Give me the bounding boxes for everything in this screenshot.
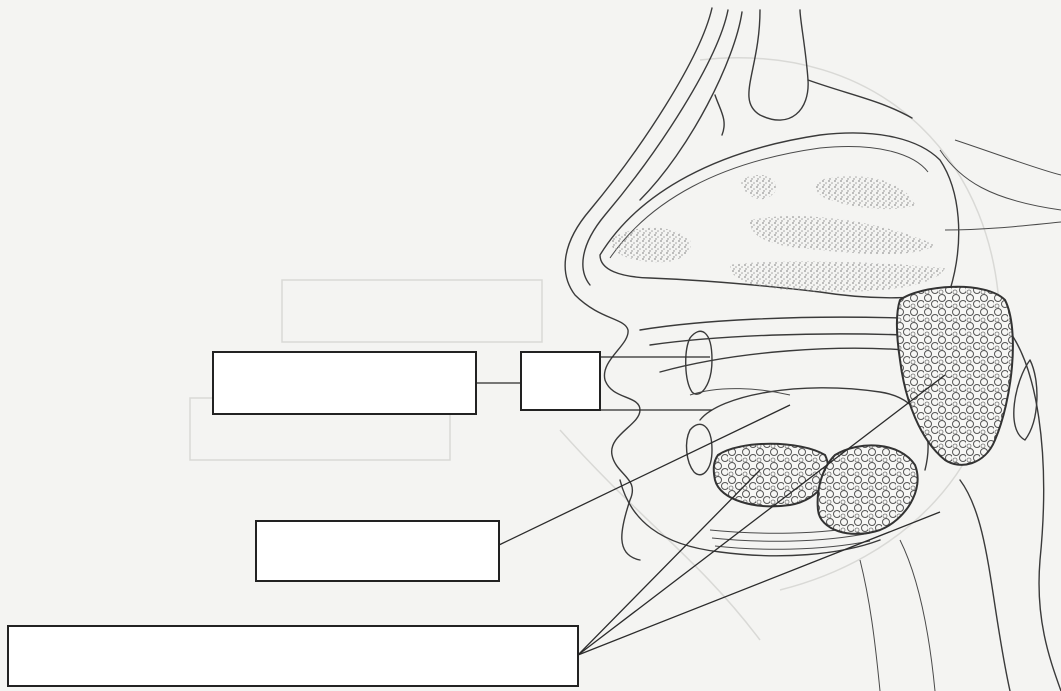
sublingual-gland	[714, 444, 828, 507]
label-box-upper-left[interactable]	[213, 352, 476, 414]
label-box-bottom[interactable]	[8, 626, 578, 686]
parotid-gland	[897, 287, 1013, 465]
label-box-middle[interactable]	[256, 521, 499, 581]
salivary-glands	[714, 287, 1013, 534]
label-box-upper-right[interactable]	[521, 352, 600, 410]
submandibular-gland	[818, 445, 918, 534]
